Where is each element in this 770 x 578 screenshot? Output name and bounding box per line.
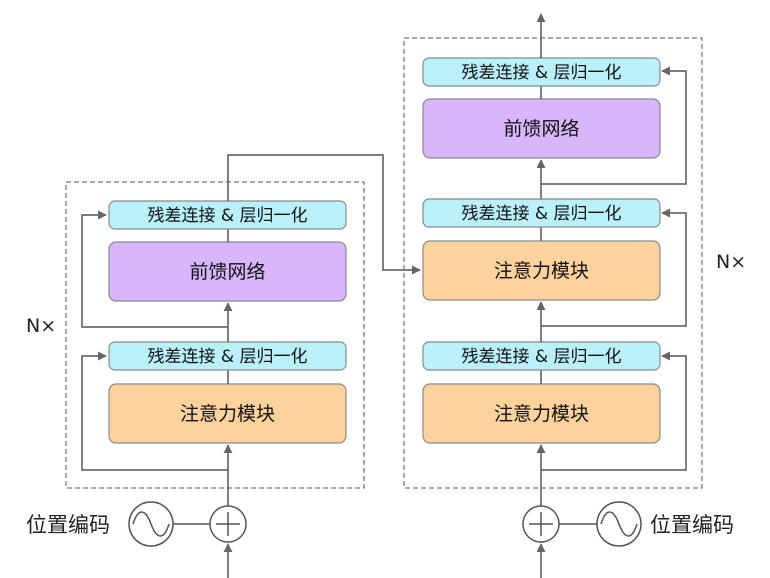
encoder-ffn-label: 前馈网络 — [189, 261, 265, 283]
encoder-output-connection — [227, 154, 421, 275]
encoder-attention-label: 注意力模块 — [180, 403, 275, 425]
decoder-add-norm-top-label: 残差连接 & 层归一化 — [461, 63, 621, 83]
encoder-add-norm-bottom-label: 残差连接 & 层归一化 — [147, 347, 307, 367]
decoder-residual-2 — [541, 208, 687, 327]
encoder-sine-wave-icon — [128, 501, 174, 547]
decoder-ffn-label: 前馈网络 — [503, 118, 579, 140]
decoder-cross-attention-label: 注意力模块 — [494, 260, 589, 282]
encoder-repeat-label: N× — [26, 315, 56, 337]
encoder-add-norm-top-label: 残差连接 & 层归一化 — [147, 206, 307, 226]
encoder-residual-1 — [81, 351, 228, 471]
encoder-add-icon — [209, 505, 247, 543]
decoder-repeat-label: N× — [716, 251, 746, 273]
decoder-sine-wave-icon — [596, 501, 642, 547]
decoder-self-attention-label: 注意力模块 — [494, 403, 589, 425]
decoder-add-norm-bottom-label: 残差连接 & 层归一化 — [461, 347, 621, 367]
encoder-positional-encoding-label: 位置编码 — [26, 513, 110, 537]
decoder-residual-1 — [541, 351, 687, 471]
encoder-stack-frame — [65, 181, 365, 489]
decoder-residual-3 — [541, 66, 687, 185]
decoder-add-icon — [522, 505, 560, 543]
decoder-add-norm-mid-label: 残差连接 & 层归一化 — [461, 204, 621, 224]
decoder-stack-frame — [403, 37, 703, 489]
encoder-residual-2 — [81, 210, 228, 328]
decoder-positional-encoding-label: 位置编码 — [650, 513, 734, 537]
